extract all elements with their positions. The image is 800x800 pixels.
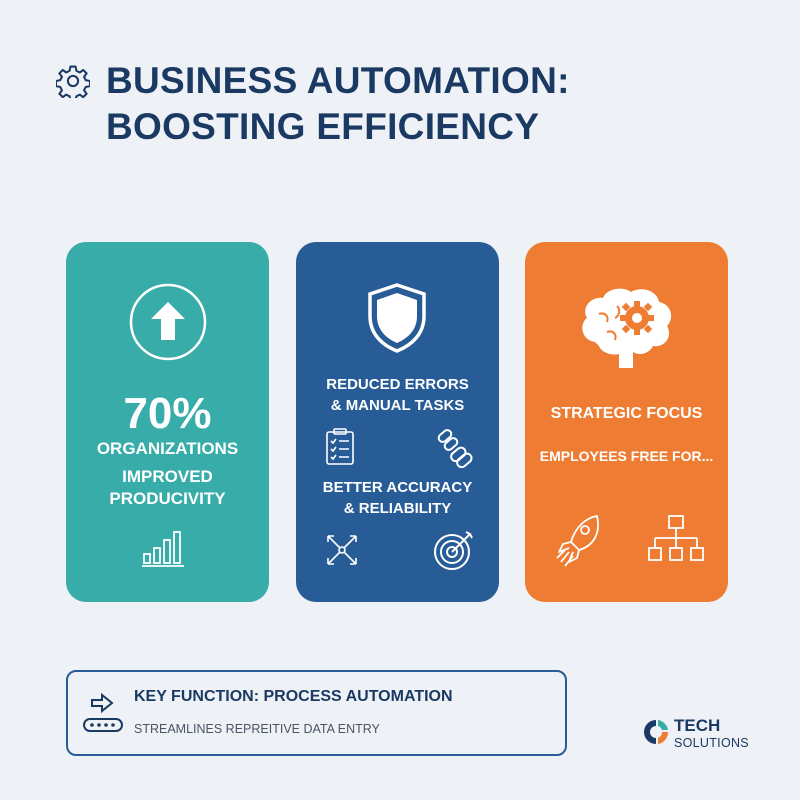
org-chart-icon (648, 515, 704, 561)
brand-name: TECH (674, 716, 721, 735)
arrow-up-circle-icon (129, 283, 207, 361)
link-icon (437, 429, 473, 468)
benefit-heading-1a: REDUCED ERRORS (326, 376, 469, 393)
expand-arrows-icon (327, 535, 357, 565)
logo-icon (644, 720, 669, 744)
key-function-panel: KEY FUNCTION: PROCESS AUTOMATION STREAML… (66, 670, 567, 756)
accuracy-card: REDUCED ERRORS & MANUAL TASKS BETTER ACC… (296, 242, 499, 602)
bar-chart-icon (142, 531, 184, 567)
brand-tagline: SOLUTIONS (674, 736, 749, 750)
conveyor-arrow-icon (83, 692, 123, 732)
focus-heading: STRATEGIC FOCUS (550, 405, 703, 422)
title-line-1: BUSINESS AUTOMATION: (106, 60, 570, 101)
focus-subtext: EMPLOYEES FREE FOR... (539, 448, 714, 464)
benefit-heading-2b: & RELIABILITY (343, 500, 452, 517)
gear-icon (56, 65, 90, 98)
brain-gear-icon (582, 288, 672, 368)
checklist-icon (326, 428, 354, 465)
stat-value: 70% (123, 389, 212, 438)
page-title: BUSINESS AUTOMATION: BOOSTING EFFICIENCY (56, 58, 570, 150)
key-function-title: KEY FUNCTION: PROCESS AUTOMATION (134, 688, 453, 705)
title-line-2: BOOSTING EFFICIENCY (106, 106, 540, 147)
stat-label: ORGANIZATIONS (96, 439, 239, 458)
key-function-subtitle: STREAMLINES REPREITIVE DATA ENTRY (134, 722, 380, 736)
benefit-heading-2a: BETTER ACCURACY (322, 479, 473, 496)
shield-icon (368, 283, 426, 353)
rocket-icon (556, 515, 599, 567)
stat-desc-2: PRODUCIVITY (109, 489, 226, 508)
benefit-heading-1b: & MANUAL TASKS (330, 397, 465, 414)
productivity-card: 70% ORGANIZATIONS IMPROVED PRODUCIVITY (66, 242, 269, 602)
strategic-focus-card: STRATEGIC FOCUS EMPLOYEES FREE FOR... (525, 242, 728, 602)
stat-desc-1: IMPROVED (122, 467, 213, 486)
target-icon (434, 531, 473, 570)
